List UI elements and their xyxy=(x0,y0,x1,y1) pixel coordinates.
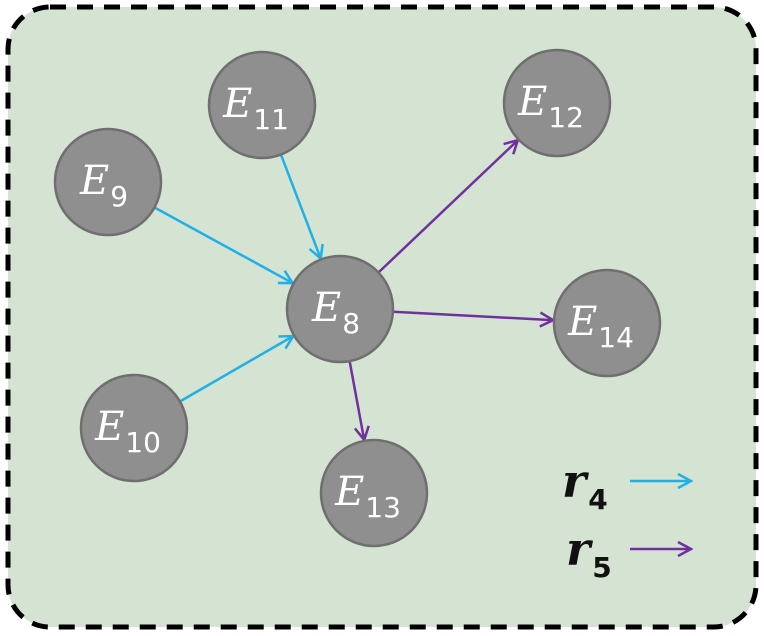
node-label: E14 xyxy=(567,299,634,354)
node-subscript: 12 xyxy=(548,101,584,134)
node-subscript: 13 xyxy=(365,491,401,524)
node-subscript: 10 xyxy=(125,426,161,459)
edge-e8-to-e14 xyxy=(390,310,552,320)
node-circle xyxy=(207,50,317,160)
entity-node-e12: E12 xyxy=(502,48,612,158)
node-circle xyxy=(552,268,662,378)
node-label: E8 xyxy=(311,285,360,340)
node-subscript: 9 xyxy=(110,180,128,213)
node-letter: E xyxy=(311,285,341,331)
node-circle xyxy=(319,438,429,548)
node-label: E12 xyxy=(517,79,584,134)
legend-item-r5: r5 xyxy=(566,522,690,584)
edge-e8-to-e13 xyxy=(348,358,364,439)
node-letter: E xyxy=(94,404,124,450)
legend-letter: r xyxy=(566,522,594,576)
entity-node-e9: E9 xyxy=(53,127,163,237)
legend-label: r5 xyxy=(566,522,612,584)
entity-node-e13: E13 xyxy=(319,438,429,548)
edge-e11-to-e8 xyxy=(279,152,320,258)
node-letter: E xyxy=(334,469,364,515)
edge-e10-to-e8 xyxy=(177,337,292,404)
node-letter: E xyxy=(79,158,109,204)
node-circle xyxy=(285,254,395,364)
entity-node-e10: E10 xyxy=(79,373,189,483)
node-subscript: 14 xyxy=(598,321,634,354)
entity-node-e14: E14 xyxy=(552,268,662,378)
legend-item-r4: r4 xyxy=(562,454,690,516)
node-circle xyxy=(53,127,163,237)
node-circle xyxy=(502,48,612,158)
node-letter: E xyxy=(567,299,597,345)
edges-layer xyxy=(152,141,552,439)
node-letter: E xyxy=(517,79,547,125)
node-letter: E xyxy=(222,81,252,127)
legend-letter: r xyxy=(562,454,590,508)
legend-label: r4 xyxy=(562,454,608,516)
node-subscript: 11 xyxy=(253,103,289,136)
node-label: E11 xyxy=(222,81,289,136)
entity-node-e8: E8 xyxy=(285,254,395,364)
node-label: E13 xyxy=(334,469,401,524)
node-subscript: 8 xyxy=(342,307,360,340)
node-label: E10 xyxy=(94,404,161,459)
entity-node-e11: E11 xyxy=(207,50,317,160)
node-circle xyxy=(79,373,189,483)
legend-subscript: 5 xyxy=(592,551,611,584)
legend-subscript: 4 xyxy=(588,483,607,516)
node-label: E9 xyxy=(79,158,128,213)
edge-e9-to-e8 xyxy=(152,205,292,282)
edge-e8-to-e12 xyxy=(376,141,517,275)
